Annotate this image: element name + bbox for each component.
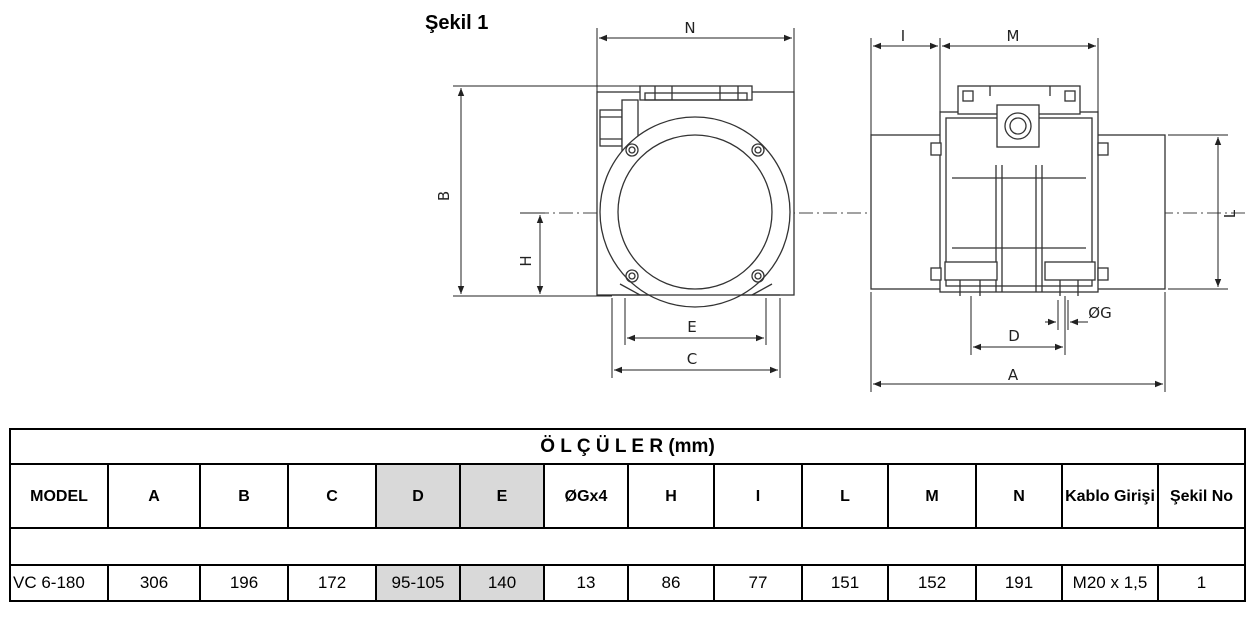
cell-model: VC 6-180 xyxy=(9,564,109,602)
table-row: VC 6-180 306 196 172 95-105 140 13 86 77… xyxy=(9,564,1247,602)
dim-label-b: B xyxy=(435,191,453,201)
cell-n: 191 xyxy=(975,564,1063,602)
dim-label-c: C xyxy=(687,350,697,368)
dim-label-m: M xyxy=(1007,27,1020,45)
cell-a: 306 xyxy=(107,564,201,602)
cell-e: 140 xyxy=(459,564,545,602)
cell-c: 172 xyxy=(287,564,377,602)
header-model: MODEL xyxy=(9,463,109,529)
header-d: D xyxy=(375,463,461,529)
cell-l: 151 xyxy=(801,564,889,602)
cell-figure-no: 1 xyxy=(1156,564,1247,602)
cell-b: 196 xyxy=(199,564,289,602)
header-m: M xyxy=(887,463,977,529)
table-title: Ö L Ç Ü L E R (mm) xyxy=(8,428,1247,465)
dim-label-d: D xyxy=(1008,327,1020,345)
table-header-row: MODEL A B C D E ØGx4 H I L M N Kablo Gir… xyxy=(9,463,1247,529)
cell-cable-entry: M20 x 1,5 xyxy=(1061,564,1159,602)
dim-label-h: H xyxy=(517,255,535,266)
side-view xyxy=(870,85,1166,296)
cell-g: 13 xyxy=(543,564,629,602)
cell-d: 95-105 xyxy=(375,564,461,602)
cell-h: 86 xyxy=(627,564,715,602)
header-g: ØGx4 xyxy=(543,463,629,529)
header-l: L xyxy=(801,463,889,529)
header-figure-no: Şekil No xyxy=(1156,463,1247,529)
dim-label-e: E xyxy=(687,318,696,336)
figure-title: Şekil 1 xyxy=(425,12,489,34)
header-cable-entry: Kablo Girişi xyxy=(1061,463,1159,529)
dim-label-n: N xyxy=(684,19,695,37)
dim-label-i: I xyxy=(901,27,905,45)
cell-m: 152 xyxy=(887,564,977,602)
dim-label-a: A xyxy=(1008,366,1019,384)
front-view xyxy=(596,85,795,308)
header-n: N xyxy=(975,463,1063,529)
header-c: C xyxy=(287,463,377,529)
header-e: E xyxy=(459,463,545,529)
table-spacer-row xyxy=(8,527,1247,566)
dimensions-table: Ö L Ç Ü L E R (mm) MODEL A B C D E ØGx4 … xyxy=(8,428,1247,602)
technical-drawing: N B H E C xyxy=(435,19,1245,392)
header-h: H xyxy=(627,463,715,529)
dim-label-l: L xyxy=(1221,209,1239,218)
header-i: I xyxy=(713,463,803,529)
dim-label-g: ØG xyxy=(1088,304,1111,322)
header-a: A xyxy=(107,463,201,529)
header-b: B xyxy=(199,463,289,529)
cell-i: 77 xyxy=(713,564,803,602)
